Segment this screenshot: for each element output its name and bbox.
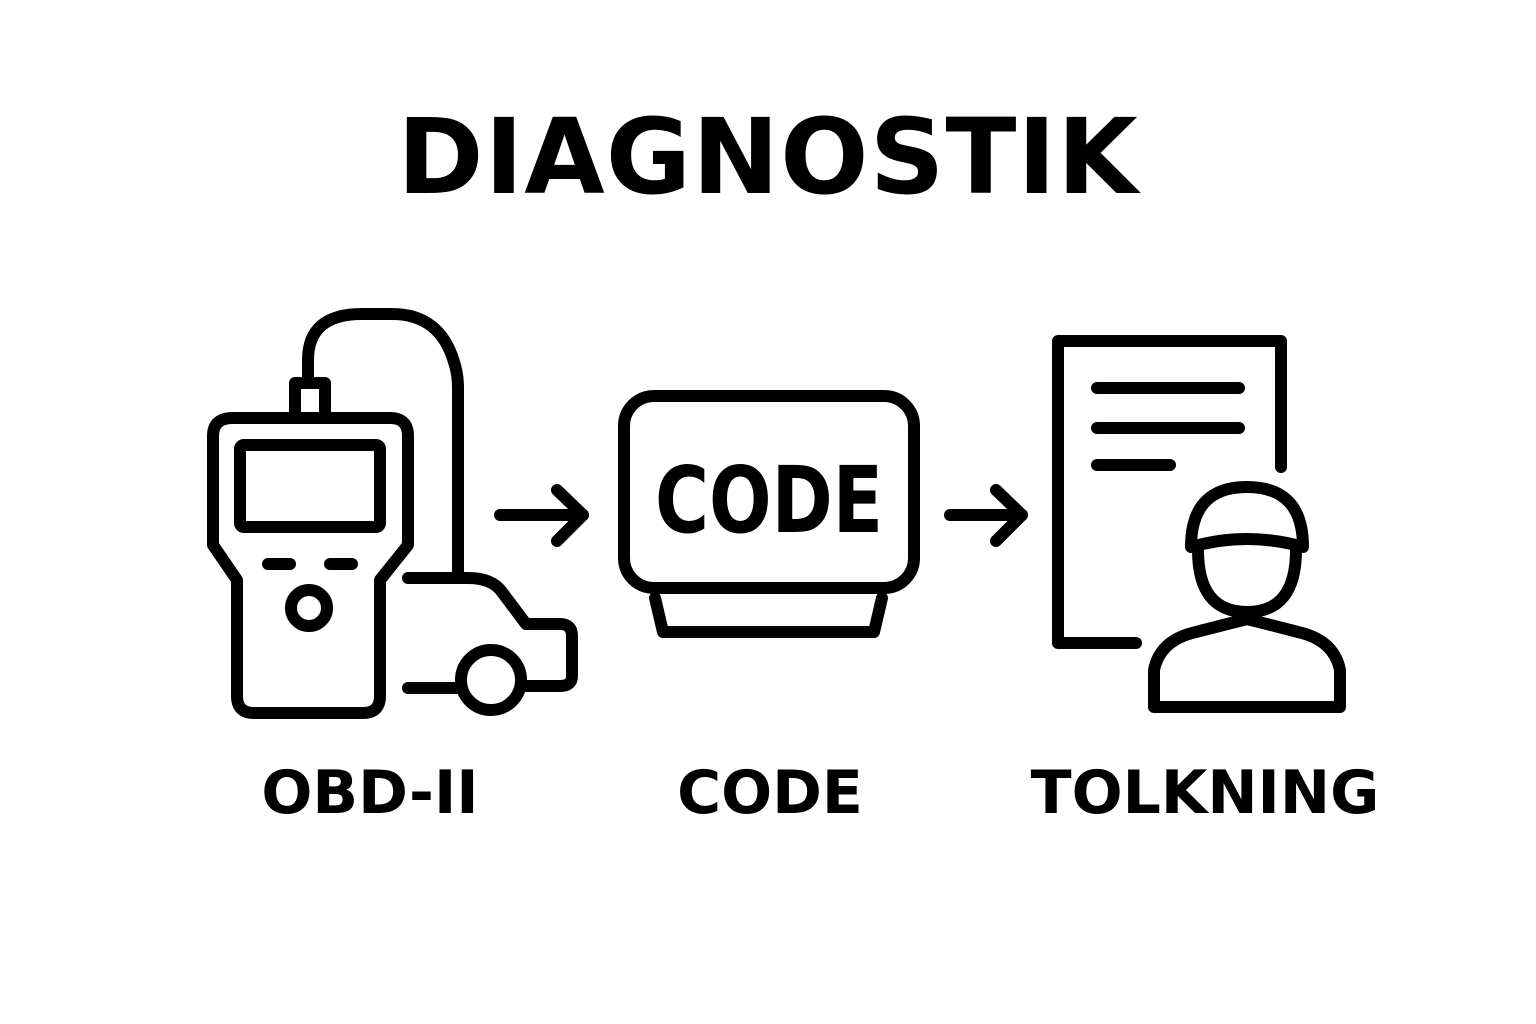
car-icon: [402, 572, 578, 716]
arrow-right-icon: [944, 484, 1028, 547]
obd-scanner-car-icon: [207, 308, 578, 719]
step-label-code: CODE: [677, 758, 863, 828]
code-screen-text: CODE: [655, 447, 883, 554]
step-label-obd: OBD-II: [261, 758, 479, 828]
obd-scanner-icon: [207, 308, 464, 719]
diagram-title: DIAGNOSTIK: [397, 96, 1139, 218]
step-label-tolkning: TOLKNING: [1030, 758, 1380, 828]
document-icon: [1052, 335, 1287, 649]
mechanic-person-icon: [1148, 481, 1346, 713]
document-mechanic-icon: [1052, 335, 1346, 713]
code-display-icon: CODE: [618, 390, 920, 638]
arrow-right-icon: [494, 484, 589, 547]
